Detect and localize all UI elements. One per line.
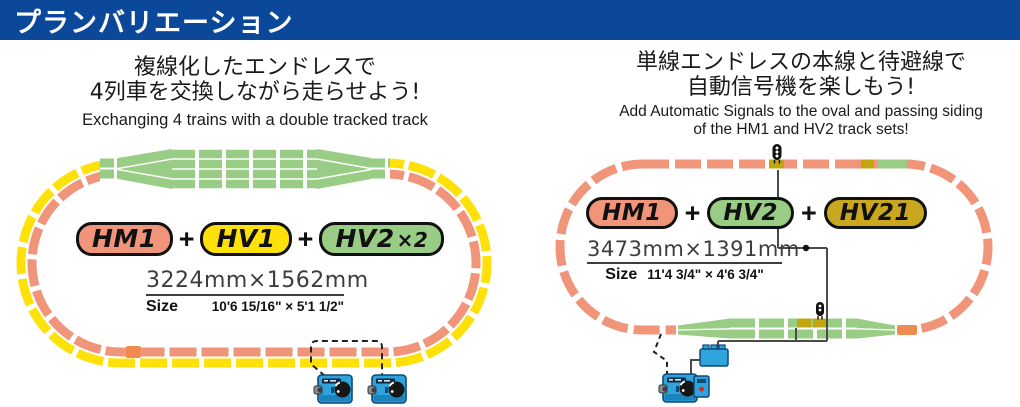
- signal-icon: [816, 302, 824, 320]
- signal-track-segment: [861, 159, 874, 169]
- right-size-mm: 3473mm×1391mm: [587, 237, 800, 261]
- plus-sign: +: [800, 197, 817, 228]
- badge-hv2-multiplier: ×2: [396, 228, 429, 252]
- plus-sign: +: [297, 223, 314, 254]
- left-size-label: Size: [146, 298, 179, 315]
- right-title-jp-line2: 自動信号機を楽しもう!: [686, 75, 916, 100]
- yard-tracks-green: [100, 149, 390, 189]
- signal-icon: [772, 144, 782, 164]
- right-track-set-badges: HM1 + HV2 + HV21: [586, 197, 927, 229]
- left-title-jp-line2: 4列車を交換しながら走らせよう!: [89, 80, 421, 105]
- wire-junction-dot: [802, 244, 810, 252]
- right-title-en-line1: Add Automatic Signals to the oval and pa…: [619, 103, 983, 120]
- plus-sign: +: [178, 223, 195, 254]
- right-size-imperial: 11'4 3/4" × 4'6 3/4": [647, 267, 764, 282]
- power-pack-icon: [313, 374, 353, 404]
- accessory-switch-icon: [693, 375, 710, 398]
- signal-track-segment: [797, 318, 811, 328]
- signal-track-segment: [769, 159, 784, 169]
- badge-hv2: HV2: [707, 197, 794, 229]
- power-pack-icon: [658, 373, 698, 403]
- outer-loop-yellow-track: [16, 158, 492, 368]
- size-rule: [146, 294, 344, 296]
- passing-siding-green: [677, 318, 896, 339]
- left-track-diagram: [16, 147, 492, 404]
- power-pack-icon: [367, 374, 407, 404]
- signal-track-segment: [813, 318, 827, 328]
- badge-hv21: HV21: [823, 197, 927, 229]
- feeder-wire-dashed: [652, 333, 668, 374]
- feeder-track-segment: [126, 346, 141, 358]
- left-size-mm: 3224mm×1562mm: [146, 268, 369, 293]
- size-rule: [587, 262, 782, 264]
- left-title-en: Exchanging 4 trains with a double tracke…: [82, 111, 428, 129]
- right-size-block: 3473mm×1391mm Size 11'4 3/4" × 4'6 3/4": [587, 237, 800, 284]
- right-title-en-line2: of the HM1 and HV2 track sets!: [693, 121, 909, 138]
- left-title-jp-line1: 複線化したエンドレスで: [133, 55, 376, 80]
- page-title: プランバリエーション: [14, 7, 294, 39]
- badge-hm1: HM1: [76, 222, 173, 256]
- right-plan-titles: 単線エンドレスの本線と待避線で 自動信号機を楽しもう! Add Automati…: [585, 50, 1017, 139]
- badge-hm1: HM1: [586, 197, 678, 229]
- relay-box-icon: [699, 344, 729, 367]
- green-track-segment: [877, 159, 907, 169]
- inner-loop-salmon-track: [27, 169, 481, 357]
- header-bar: プランバリエーション: [0, 0, 1020, 40]
- feeder-track-segment: [897, 325, 917, 335]
- plus-sign: +: [684, 197, 701, 228]
- left-plan-titles: 複線化したエンドレスで 4列車を交換しながら走らせよう! Exchanging …: [30, 55, 480, 130]
- left-track-set-badges: HM1 + HV1 + HV2×2: [76, 222, 445, 256]
- left-size-block: 3224mm×1562mm Size 10'6 15/16" × 5'1 1/2…: [146, 268, 369, 316]
- right-track-diagram: [555, 144, 993, 403]
- badge-hv2: HV2×2: [319, 222, 445, 256]
- left-size-imperial: 10'6 15/16" × 5'1 1/2": [211, 299, 344, 314]
- badge-hv1: HV1: [200, 222, 292, 256]
- right-title-jp-line1: 単線エンドレスの本線と待避線で: [635, 50, 966, 75]
- feeder-wires-dashed: [310, 340, 383, 377]
- right-size-label: Size: [605, 266, 638, 283]
- badge-hv2-label: HV2: [335, 224, 395, 253]
